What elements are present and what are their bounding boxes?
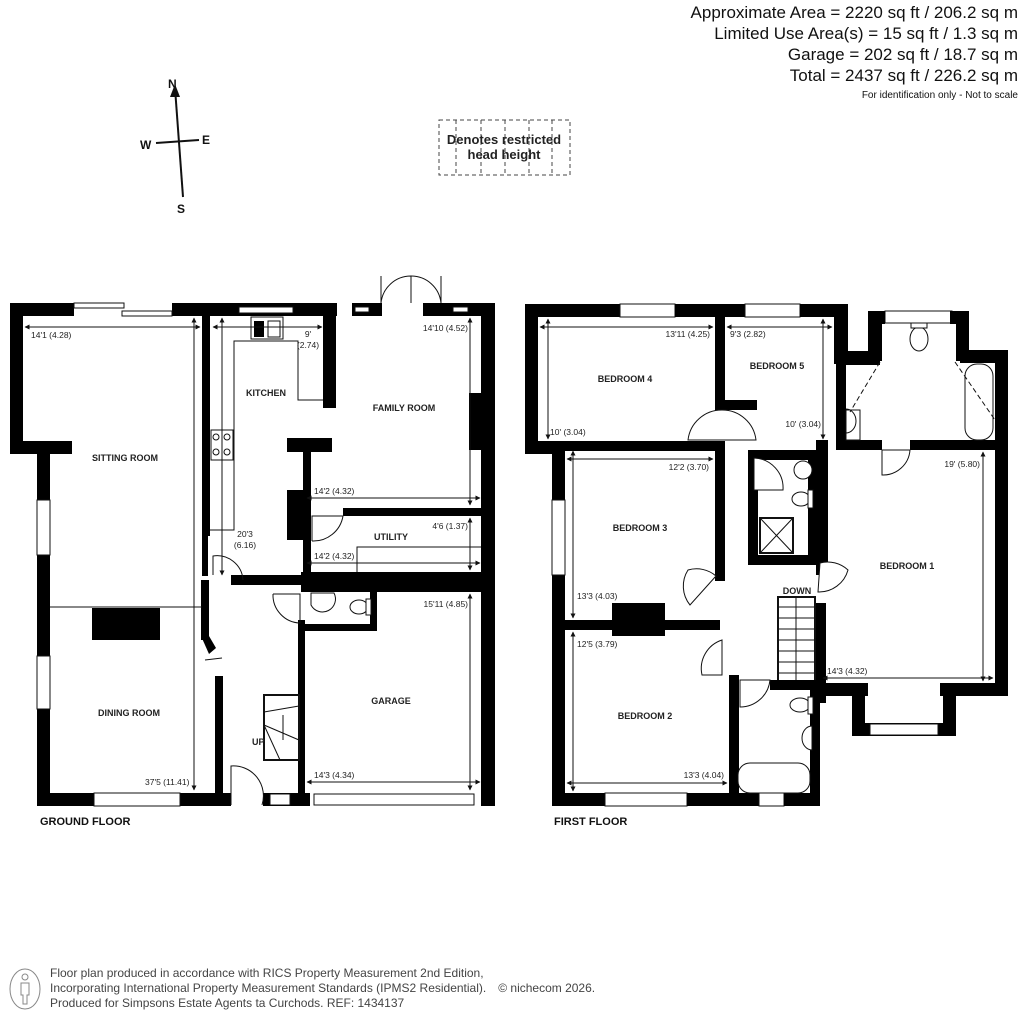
bedroom-4-width-dim: 13'11 (4.25) <box>666 329 711 339</box>
area-summary: Approximate Area = 2220 sq ft / 206.2 sq… <box>691 2 1018 101</box>
bedroom-5-label: BEDROOM 5 <box>750 361 805 371</box>
bedroom-3-width-dim: 12'2 (3.70) <box>669 462 710 472</box>
footer-copyright: © nichecom 2026. <box>498 981 596 995</box>
dining-length-dim: 37'5 (11.41) <box>145 777 190 787</box>
first-floor-title: FIRST FLOOR <box>554 816 627 828</box>
footer-line-3: Produced for Simpsons Estate Agents ta C… <box>50 996 405 1010</box>
ground-floor-labels: SITTING ROOM DINING ROOM KITCHEN FAMILY … <box>31 323 468 828</box>
utility-label: UTILITY <box>374 532 408 542</box>
bedroom-4-label: BEDROOM 4 <box>598 374 653 384</box>
ground-floor-plan <box>10 275 495 807</box>
restricted-height-legend: Denotes restricted head height <box>438 119 571 176</box>
bedroom-2-label: BEDROOM 2 <box>618 711 673 721</box>
compass-e: E <box>202 133 210 147</box>
legend-line-2: head height <box>468 147 542 162</box>
kitchen-length-dim-1: 20'3 <box>237 529 253 539</box>
bedroom-5-depth-dim: 10' (3.04) <box>785 419 821 429</box>
utility-depth-dim: 4'6 (1.37) <box>432 521 468 531</box>
bedroom-3-depth-dim: 13'3 (4.03) <box>577 591 618 601</box>
first-floor-labels: BEDROOM 4 BEDROOM 5 BEDROOM 3 BEDROOM 2 … <box>550 329 980 828</box>
bedroom-2-width-dim: 13'3 (4.04) <box>684 770 725 780</box>
compass-n: N <box>168 77 177 91</box>
bedroom-1-length-dim: 19' (5.80) <box>944 459 980 469</box>
dining-room-label: DINING ROOM <box>98 708 160 718</box>
bedroom-1-width-dim: 14'3 (4.32) <box>827 666 868 676</box>
family-width-dim: 14'2 (4.32) <box>314 486 355 496</box>
garage-label: GARAGE <box>371 696 411 706</box>
garage-length-dim: 15'11 (4.85) <box>424 599 469 609</box>
kitchen-width-dim-2: (2.74) <box>297 340 319 350</box>
approximate-area: Approximate Area = 2220 sq ft / 206.2 sq… <box>690 3 1018 22</box>
compass-w: W <box>140 138 152 152</box>
bedroom-3-label: BEDROOM 3 <box>613 523 668 533</box>
ground-floor-title: GROUND FLOOR <box>40 816 130 828</box>
garage-width-dim: 14'3 (4.34) <box>314 770 355 780</box>
compass-icon: N S E W <box>140 77 210 216</box>
floor-plan-drawing: N S E W Denotes restricted head height <box>10 77 1008 828</box>
stairs-up-label: UP <box>252 737 265 747</box>
sitting-room-label: SITTING ROOM <box>92 453 158 463</box>
bedroom-1-label: BEDROOM 1 <box>880 561 935 571</box>
kitchen-label: KITCHEN <box>246 388 286 398</box>
kitchen-width-dim-1: 9' <box>305 329 312 339</box>
kitchen-length-dim-2: (6.16) <box>234 540 256 550</box>
bedroom-5-width-dim: 9'3 (2.82) <box>730 329 766 339</box>
utility-width-dim: 14'2 (4.32) <box>314 551 355 561</box>
first-floor-plan <box>525 303 1008 807</box>
ground-floor-dimensions <box>24 317 481 791</box>
family-length-dim: 14'10 (4.52) <box>423 323 468 333</box>
footer: Floor plan produced in accordance with R… <box>8 966 595 1011</box>
scale-note: For identification only - Not to scale <box>861 90 1018 101</box>
bedroom-2-depth-dim: 12'5 (3.79) <box>577 639 618 649</box>
garage-area: Garage = 202 sq ft / 18.7 sq m <box>787 45 1018 64</box>
total-area: Total = 2437 sq ft / 226.2 sq m <box>789 66 1018 85</box>
sitting-width-dim: 14'1 (4.28) <box>31 330 72 340</box>
stairs-down-label: DOWN <box>783 586 812 596</box>
footer-line-2: Incorporating International Property Mea… <box>50 981 487 995</box>
limited-use-area: Limited Use Area(s) = 15 sq ft / 1.3 sq … <box>714 24 1018 43</box>
first-floor-dimensions <box>539 318 994 792</box>
bedroom-4-depth-dim: 10' (3.04) <box>550 427 586 437</box>
footer-line-1: Floor plan produced in accordance with R… <box>50 966 484 980</box>
legend-line-1: Denotes restricted <box>447 132 561 147</box>
family-room-label: FAMILY ROOM <box>373 403 436 413</box>
person-icon <box>9 968 41 1009</box>
compass-s: S <box>177 202 185 216</box>
